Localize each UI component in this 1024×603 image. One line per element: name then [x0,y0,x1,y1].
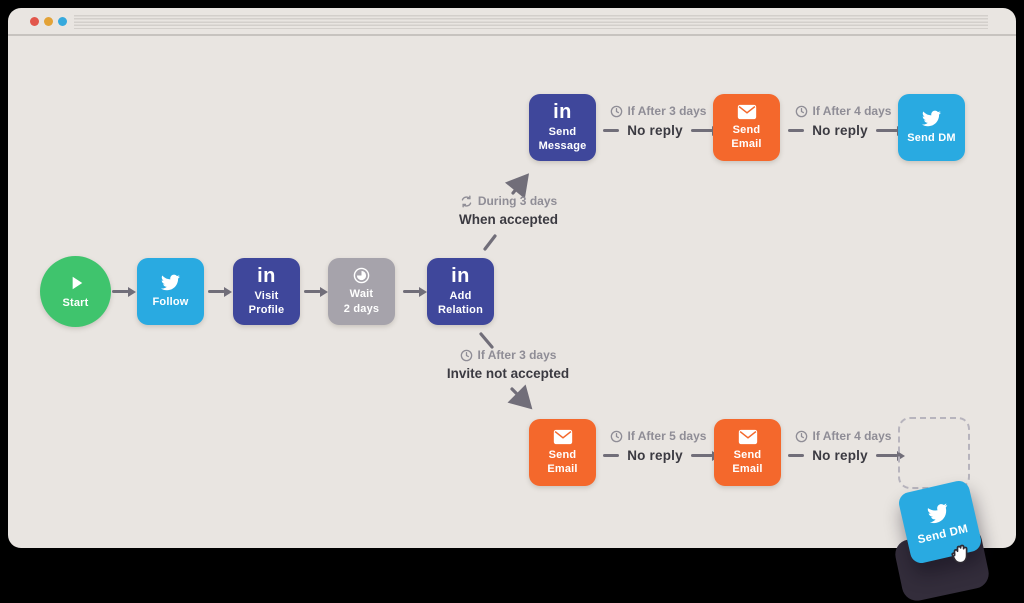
node-send-dm-dragged[interactable]: Send DM [896,478,984,566]
branch-label: When accepted [458,212,559,227]
window-titlebar [8,8,1016,36]
node-send-email-bottom-2[interactable]: Send Email [714,419,781,486]
connector-condition: If After 5 days [610,429,706,443]
node-label: Visit Profile [248,289,285,316]
connector-arrow [690,454,713,457]
node-visit-profile[interactable]: in Visit Profile [233,258,300,325]
clock-icon [610,105,622,117]
node-label: Send Email [731,123,762,150]
connector-result-row: No reply [603,448,713,463]
node-send-email-top[interactable]: Send Email [713,94,780,161]
connector-result: No reply [627,448,683,463]
envelope-icon [737,104,757,120]
traffic-lights [30,17,67,26]
node-add-relation[interactable]: in Add Relation [427,258,494,325]
connector-result-row: No reply [603,123,713,138]
branch-when-accepted: During 3 days When accepted [436,194,581,227]
node-label: Add Relation [438,289,483,316]
branch-condition: If After 3 days [460,348,556,362]
branch-label: Invite not accepted [446,366,570,381]
connector-condition: If After 3 days [610,104,706,118]
drop-target-placeholder[interactable] [898,417,970,489]
node-wait[interactable]: Wait 2 days [328,258,395,325]
connector-line [603,129,620,132]
connector-no-reply-3: If After 5 days No reply [602,429,714,463]
node-label: Send Email [732,448,763,475]
connector-result-row: No reply [788,123,898,138]
clock-icon [460,349,472,361]
play-icon [66,273,86,293]
clock-icon [795,105,807,117]
node-label: Follow [152,296,189,309]
connector-line [788,454,805,457]
node-send-email-bottom-1[interactable]: Send Email [529,419,596,486]
connector-condition: If After 4 days [795,104,891,118]
branch-condition: During 3 days [460,194,557,208]
linkedin-icon: in [553,100,572,123]
connector-arrow [875,129,898,132]
arrow-visit-wait [304,290,321,293]
connector-result-row: No reply [788,448,898,463]
node-send-dm-top[interactable]: Send DM [898,94,965,161]
clock-icon [795,430,807,442]
arrow-start-follow [112,290,129,293]
arrow-wait-addrelation [403,290,420,293]
node-send-message[interactable]: in Send Message [529,94,596,161]
connector-result: No reply [812,448,868,463]
connector-arrow [690,129,713,132]
connector-result: No reply [627,123,683,138]
twitter-icon [922,109,941,128]
twitter-icon [161,273,180,292]
arrow-follow-visit [208,290,225,293]
titlebar-stripes [74,15,988,29]
maximize-window-icon[interactable] [58,17,67,26]
grab-cursor-icon [944,538,976,570]
node-label: Wait 2 days [343,288,380,315]
refresh-icon [461,195,472,207]
connector-line [788,129,805,132]
linkedin-icon: in [451,264,470,287]
connector-line [603,454,620,457]
clock-icon [610,430,622,442]
timer-icon [353,267,370,284]
node-label: Send Email [547,448,578,475]
workflow-canvas[interactable]: Start Follow in Visit Profile Wait 2 day… [8,36,1016,548]
connector-no-reply-4: If After 4 days No reply [787,429,899,463]
minimize-window-icon[interactable] [44,17,53,26]
connector-no-reply-2: If After 4 days No reply [787,104,899,138]
envelope-icon [738,429,758,445]
close-window-icon[interactable] [30,17,39,26]
node-start[interactable]: Start [40,256,111,327]
node-label: Send Message [538,125,587,152]
node-label: Send DM [907,132,956,145]
branch-invite-not-accepted: If After 3 days Invite not accepted [433,348,583,381]
browser-window: Start Follow in Visit Profile Wait 2 day… [8,8,1016,548]
envelope-icon [553,429,573,445]
connector-arrow [875,454,898,457]
linkedin-icon: in [257,264,276,287]
connector-result: No reply [812,123,868,138]
connector-no-reply-1: If After 3 days No reply [602,104,714,138]
twitter-icon [925,501,950,526]
connector-condition: If After 4 days [795,429,891,443]
node-follow[interactable]: Follow [137,258,204,325]
node-label: Start [62,296,89,309]
